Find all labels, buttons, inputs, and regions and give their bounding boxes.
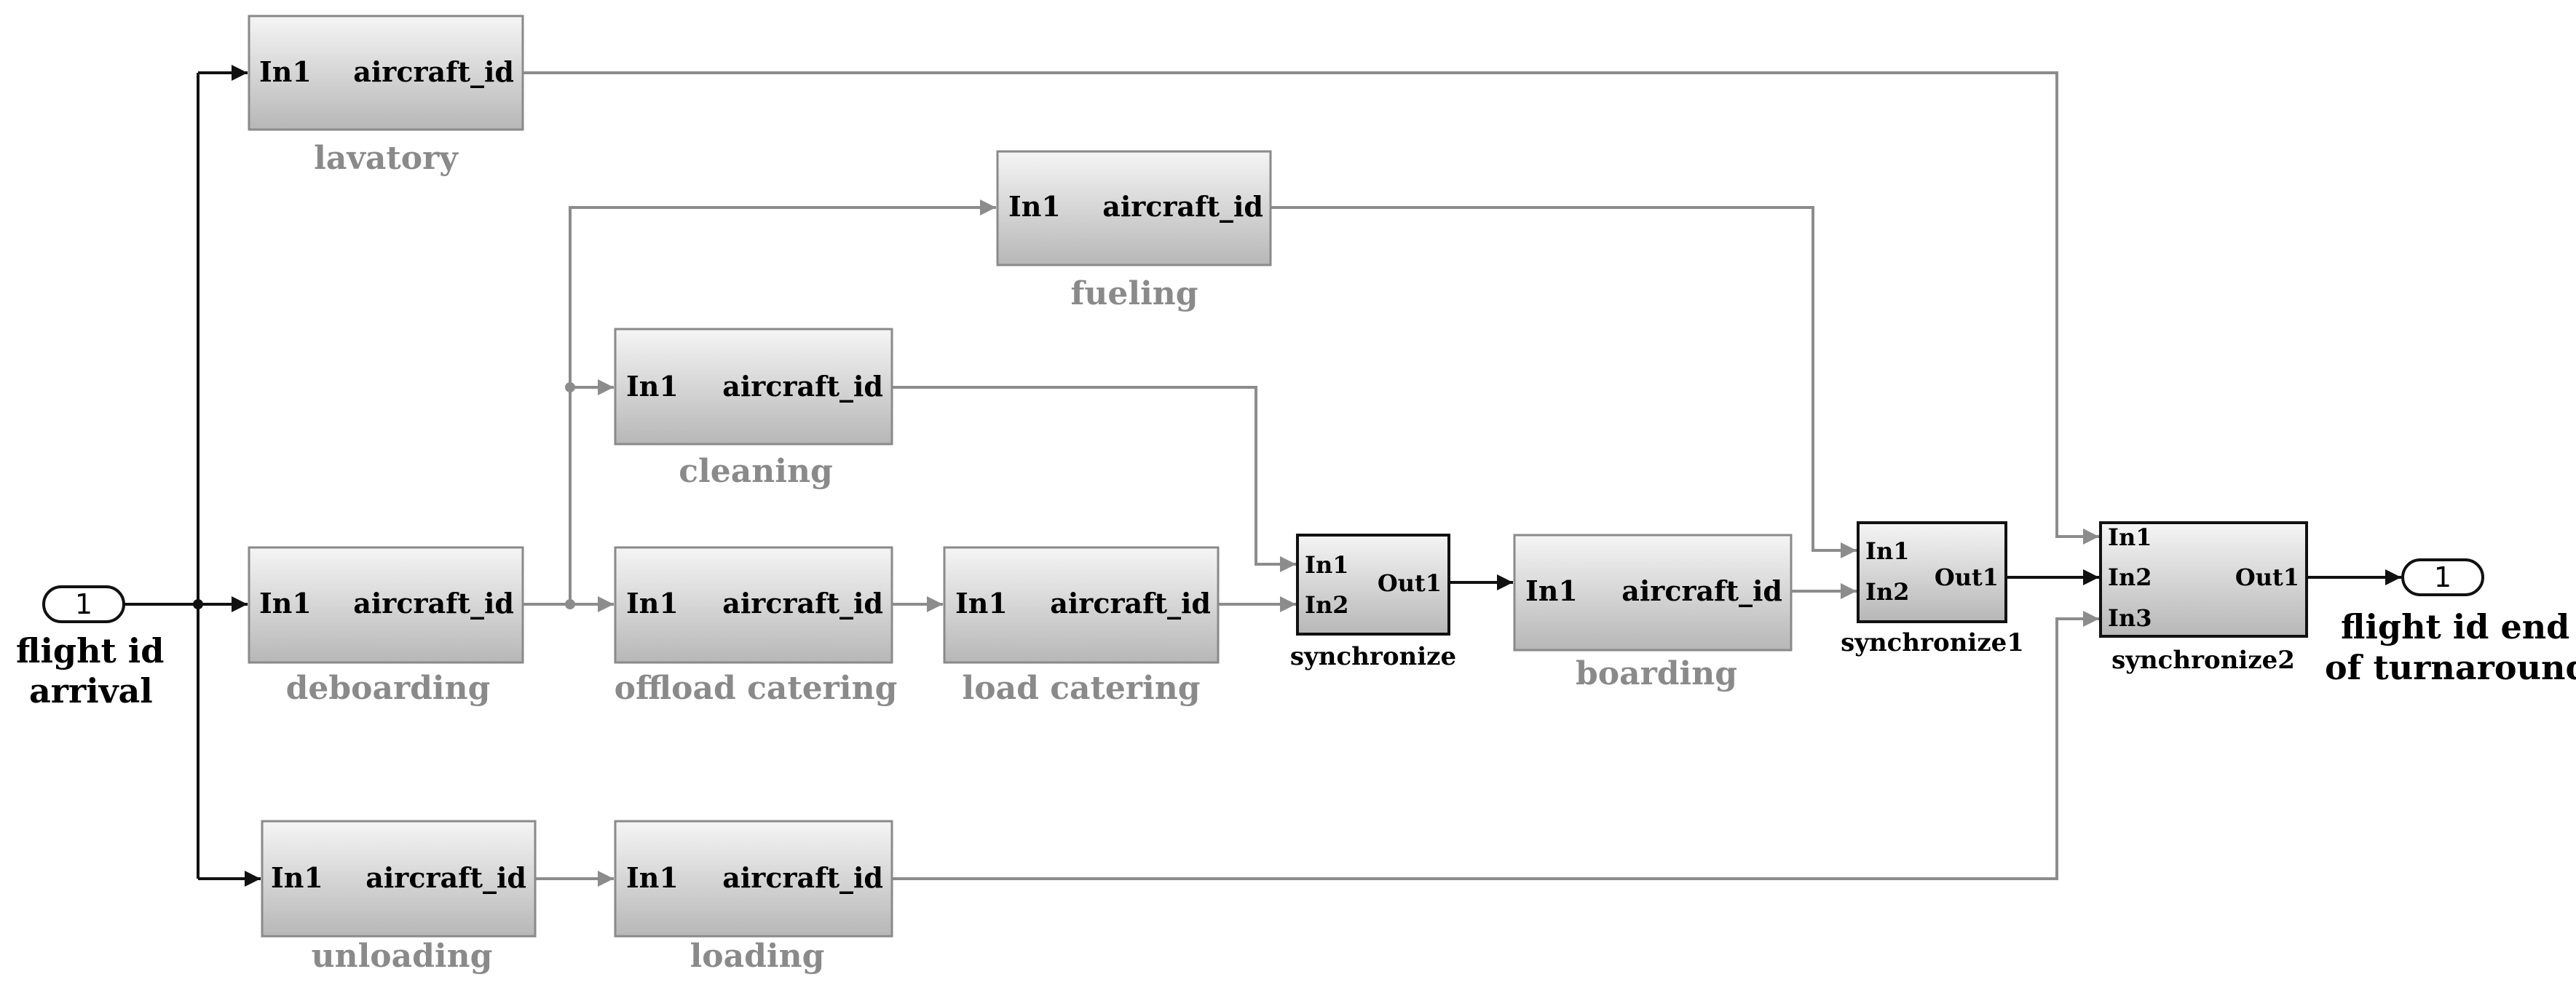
block-synchronize1-in1: In1 (1865, 537, 1910, 565)
branch-point (565, 599, 575, 609)
block-cleaning[interactable]: In1 aircraft_id cleaning (614, 328, 893, 490)
block-boarding-out-port: aircraft_id (1621, 574, 1782, 607)
block-unloading[interactable]: In1 aircraft_id unloading (261, 820, 537, 975)
inport-label-line1: flight id (16, 631, 164, 670)
inport-label-line2: arrival (29, 671, 153, 711)
block-synchronize[interactable]: In1 In2 Out1 synchronize (1290, 534, 1456, 671)
block-unloading-name: unloading (312, 938, 493, 975)
block-boarding-in-port: In1 (1525, 574, 1578, 607)
block-synchronize-in2: In2 (1305, 591, 1349, 619)
block-fueling-in-port: In1 (1008, 190, 1061, 223)
block-synchronize1-name: synchronize1 (1841, 628, 2024, 657)
block-load-catering-name: load catering (963, 670, 1201, 707)
branch-point (193, 599, 203, 609)
block-fueling-name: fueling (1070, 275, 1198, 312)
block-synchronize-name: synchronize (1290, 642, 1456, 671)
block-lavatory[interactable]: In1 aircraft_id lavatory (248, 15, 524, 177)
block-boarding-name: boarding (1576, 655, 1737, 692)
block-offload-catering-out-port: aircraft_id (722, 587, 883, 620)
block-cleaning-name: cleaning (679, 453, 832, 490)
block-lavatory-out-port: aircraft_id (353, 55, 514, 88)
block-loading-out-port: aircraft_id (722, 861, 883, 894)
block-load-catering-in-port: In1 (955, 587, 1008, 620)
block-unloading-in-port: In1 (271, 861, 323, 894)
outport-label-line2: of turnaround (2325, 648, 2576, 687)
block-load-catering-out-port: aircraft_id (1050, 587, 1211, 620)
block-deboarding-in-port: In1 (259, 587, 312, 620)
block-synchronize-out: Out1 (1378, 569, 1442, 597)
block-loading-in-port: In1 (626, 861, 679, 894)
block-synchronize1[interactable]: In1 In2 Out1 synchronize1 (1841, 521, 2024, 657)
block-fueling[interactable]: In1 aircraft_id fueling (996, 150, 1272, 312)
block-offload-catering[interactable]: In1 aircraft_id offload catering (614, 546, 898, 707)
outport-number: 1 (2434, 561, 2451, 593)
block-synchronize1-in2: In2 (1865, 578, 1910, 606)
block-synchronize1-out: Out1 (1935, 563, 1999, 591)
block-cleaning-in-port: In1 (626, 370, 679, 403)
block-load-catering[interactable]: In1 aircraft_id load catering (943, 546, 1220, 707)
block-synchronize2-in1: In1 (2108, 523, 2152, 551)
block-unloading-out-port: aircraft_id (366, 861, 526, 894)
block-lavatory-name: lavatory (314, 140, 459, 177)
block-synchronize2-in3: In3 (2108, 604, 2152, 632)
wires-dark (124, 65, 2401, 887)
outport-flight-id-end[interactable]: 1 flight id end of turnaround (2325, 558, 2576, 687)
block-loading[interactable]: In1 aircraft_id loading (614, 820, 893, 975)
block-synchronize2-out: Out1 (2235, 563, 2299, 591)
block-lavatory-in-port: In1 (259, 55, 312, 88)
wires-gray (523, 71, 2099, 887)
branch-point (565, 382, 575, 392)
block-loading-name: loading (690, 938, 825, 975)
block-cleaning-out-port: aircraft_id (722, 370, 883, 403)
block-offload-catering-in-port: In1 (626, 587, 679, 620)
block-synchronize2[interactable]: In1 In2 In3 Out1 synchronize2 (2099, 521, 2308, 675)
inport-flight-id-arrival[interactable]: 1 flight id arrival (16, 585, 164, 711)
block-synchronize2-in2: In2 (2108, 563, 2152, 591)
block-synchronize-in1: In1 (1305, 551, 1349, 579)
block-boarding[interactable]: In1 aircraft_id boarding (1513, 534, 1793, 692)
block-fueling-out-port: aircraft_id (1102, 190, 1263, 223)
block-deboarding[interactable]: In1 aircraft_id deboarding (248, 546, 524, 707)
block-synchronize2-name: synchronize2 (2111, 646, 2295, 675)
block-deboarding-out-port: aircraft_id (353, 587, 514, 620)
outport-label-line1: flight id end (2341, 607, 2569, 646)
block-deboarding-name: deboarding (286, 670, 491, 707)
block-offload-catering-name: offload catering (615, 670, 898, 707)
inport-number: 1 (75, 588, 92, 620)
